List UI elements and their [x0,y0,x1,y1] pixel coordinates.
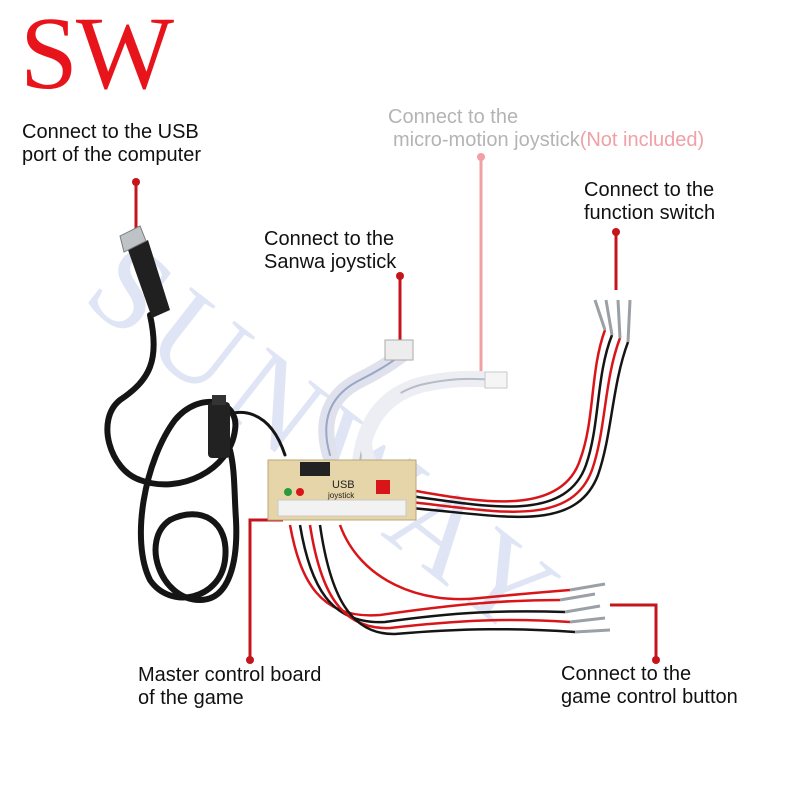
game-button-wires [288,524,576,636]
label-master-board-line2: of the game [138,687,244,709]
dc-connector-icon [208,395,230,458]
label-game-button-line2: game control button [561,686,738,708]
label-micro-motion-note: (Not included) [579,129,705,151]
label-micro-motion: Connect to the micro-motion joystick(Not… [388,106,704,152]
label-sanwa-line1: Connect to the [264,228,395,250]
label-master-board: Master control board of the game [138,664,321,710]
label-sanwa-line2: Sanwa joystick [264,251,397,273]
label-usb-line2: port of the computer [22,144,201,166]
pointer-dot-game-button [652,656,660,664]
board-label-joystick: joystick [327,491,355,500]
label-micro-motion-line2: micro-motion joystick [393,129,580,151]
label-function-switch-line2: function switch [584,202,716,224]
sanwa-connector-icon [384,339,414,361]
ribbon-cables [318,344,503,470]
pointer-dot-usb [132,178,140,186]
board-label-usb: USB [332,479,355,491]
brand-logo: SW [20,0,174,111]
micro-motion-connector-icon [484,371,508,389]
label-micro-motion-line1: Connect to the [388,106,519,128]
pointer-dot-micro-motion [477,153,485,161]
pointer-dot-sanwa [396,272,404,280]
function-switch-wires [409,329,630,519]
label-function-switch-line1: Connect to the [584,179,715,201]
label-function-switch: Connect to the function switch [584,179,715,225]
pointer-master-board [248,518,283,660]
label-master-board-line1: Master control board [138,664,322,686]
label-game-button-line1: Connect to the [561,663,692,685]
pointer-dot-function-switch [612,228,620,236]
pointer-dot-master-board [246,656,254,664]
game-button-terminals [559,582,611,634]
pointer-dots [132,153,660,664]
label-usb-line1: Connect to the USB [22,121,199,143]
function-switch-terminals [593,299,632,343]
usb-plug-icon [119,225,170,318]
label-usb: Connect to the USB port of the computer [22,121,201,167]
label-game-button: Connect to the game control button [561,663,738,709]
pointer-game-button [610,603,658,660]
control-board [267,459,417,521]
label-sanwa: Connect to the Sanwa joystick [264,228,396,274]
